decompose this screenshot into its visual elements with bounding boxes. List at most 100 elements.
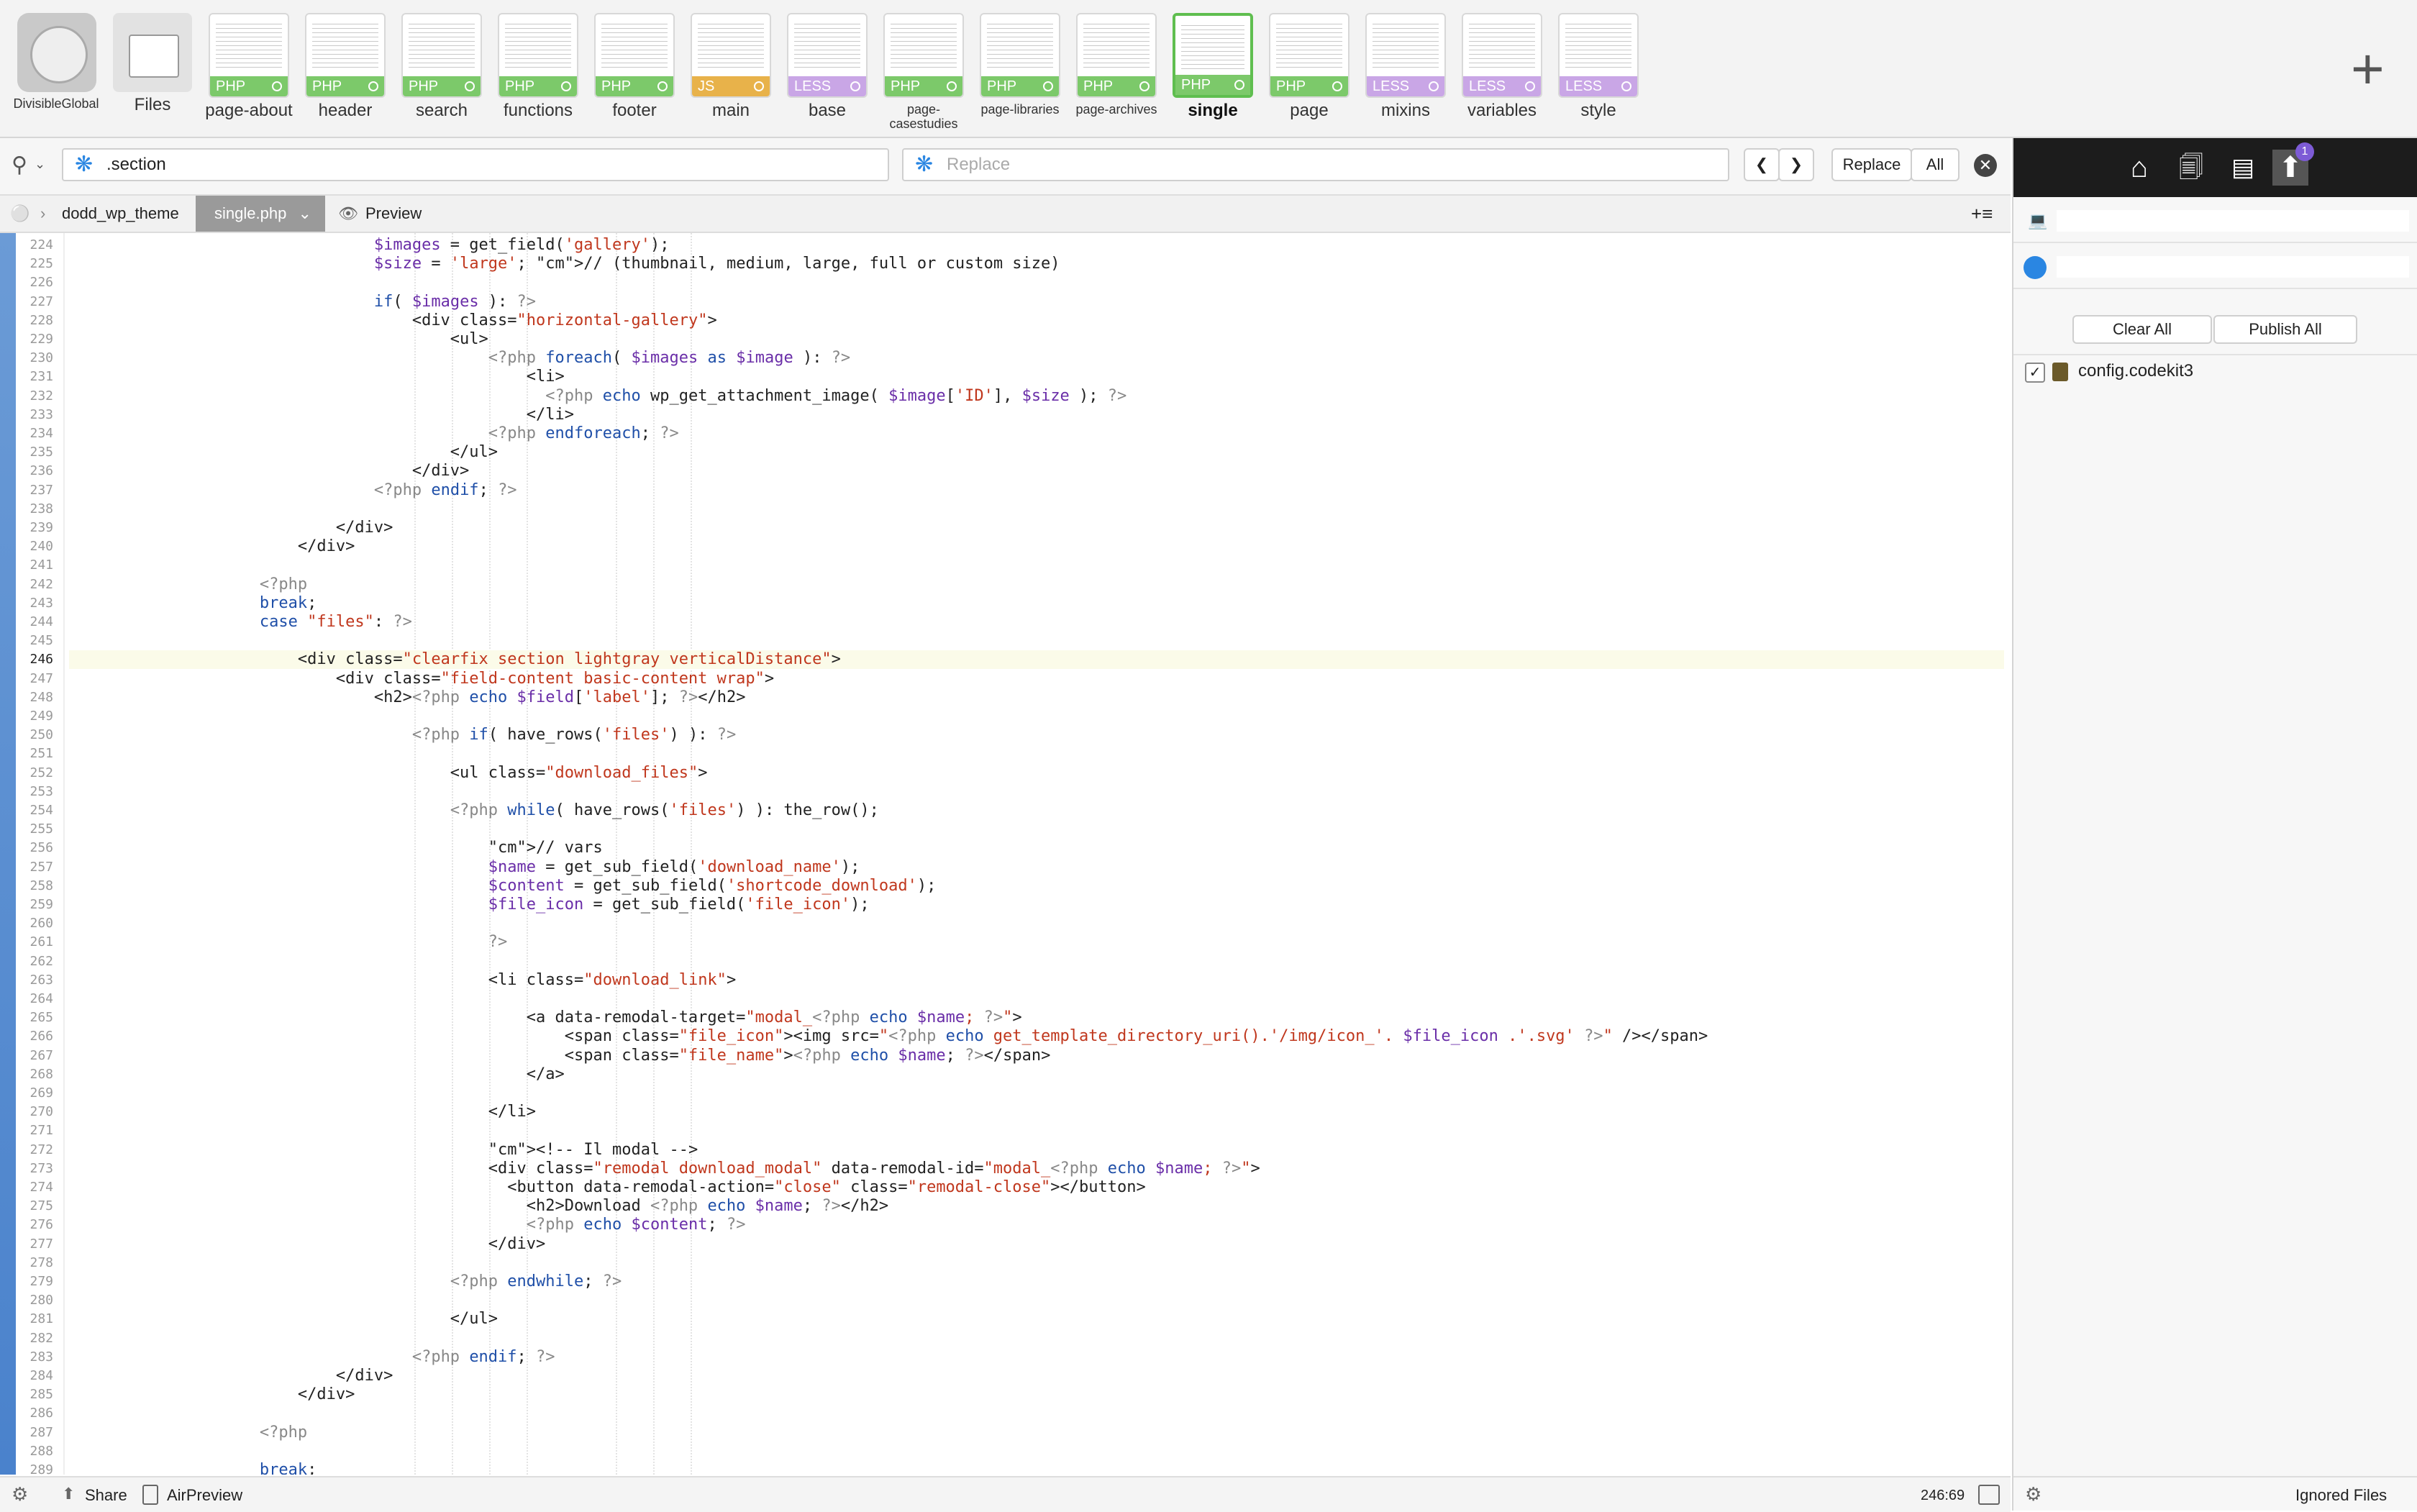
- code-line[interactable]: <div class="horizontal-gallery">: [69, 311, 717, 329]
- code-line[interactable]: break;: [259, 593, 317, 612]
- code-line[interactable]: "cm"><!-- Il modal -->: [488, 1140, 698, 1159]
- code-line[interactable]: <button data-remodal-action="close" clas…: [69, 1178, 1146, 1196]
- search-icon[interactable]: ⚲: [12, 153, 27, 177]
- code-line[interactable]: </li>: [69, 1103, 537, 1121]
- gear-icon[interactable]: ⚙: [12, 1483, 29, 1505]
- code-line[interactable]: <?php: [259, 575, 308, 593]
- code-line[interactable]: </div>: [69, 1385, 355, 1404]
- code-line[interactable]: </ul>: [69, 1310, 499, 1329]
- breadcrumb-file[interactable]: single.php ⌄: [196, 196, 325, 232]
- code-line[interactable]: </div>: [69, 462, 470, 481]
- url-field[interactable]: [2057, 256, 2409, 278]
- code-line[interactable]: </div>: [69, 1367, 393, 1385]
- file-checkbox[interactable]: ✓: [2025, 363, 2045, 383]
- code-line[interactable]: <?php if( have_rows('files') ): ?>: [411, 726, 737, 744]
- code-line[interactable]: case "files": ?>: [259, 613, 412, 631]
- url-row[interactable]: [2013, 250, 2417, 289]
- code-line[interactable]: </li>: [69, 405, 574, 424]
- code-line[interactable]: <?php endif; ?>: [373, 481, 517, 499]
- previous-match-button[interactable]: ❮: [1744, 148, 1780, 181]
- code-line[interactable]: <ul>: [69, 330, 488, 348]
- ignored-files-link[interactable]: Ignored Files: [2295, 1486, 2388, 1504]
- code-line[interactable]: <?php endif; ?>: [411, 1347, 555, 1366]
- code-line[interactable]: <ul class="download_files">: [69, 763, 708, 782]
- code-line[interactable]: $content = get_sub_field('shortcode_down…: [488, 876, 937, 895]
- code-line[interactable]: <div class="field-content basic-content …: [69, 669, 775, 688]
- code-line[interactable]: $file_icon = get_sub_field('file_icon');: [488, 896, 870, 914]
- code-line[interactable]: <div class="clearfix section lightgray v…: [69, 650, 2004, 670]
- next-match-button[interactable]: ❯: [1778, 148, 1814, 181]
- code-line[interactable]: </div>: [69, 1234, 546, 1253]
- preview-link[interactable]: Preview: [365, 204, 422, 222]
- code-line[interactable]: <?php while( have_rows('files') ): the_r…: [450, 801, 879, 819]
- code-editor[interactable]: $images = get_field('gallery'); $size = …: [69, 233, 2004, 1475]
- code-line[interactable]: $name = get_sub_field('download_name');: [488, 857, 860, 876]
- code-line[interactable]: ?>: [488, 933, 508, 952]
- add-list-icon[interactable]: +≡: [1971, 203, 1993, 224]
- chevron-down-icon[interactable]: ⌄: [35, 157, 46, 171]
- clear-all-button[interactable]: Clear All: [2072, 315, 2212, 344]
- regex-star-icon[interactable]: ❋: [75, 152, 94, 176]
- file-item-name[interactable]: config.codekit3: [2078, 361, 2194, 381]
- code-line[interactable]: <div class="remodal download_modal" data…: [69, 1159, 1260, 1178]
- code-line[interactable]: <span class="file_name"><?php echo $name…: [69, 1046, 1051, 1065]
- code-line[interactable]: <?php endwhile; ?>: [450, 1272, 622, 1290]
- tab-Files[interactable]: Files: [111, 13, 194, 114]
- code-line[interactable]: "cm">// vars: [488, 839, 603, 857]
- code-line[interactable]: </a>: [69, 1065, 565, 1083]
- regex-star-icon[interactable]: ❋: [915, 152, 934, 176]
- code-line[interactable]: break;: [259, 1461, 317, 1475]
- gear-icon[interactable]: ⚙: [2025, 1483, 2042, 1505]
- code-line[interactable]: <?php echo $content; ?>: [526, 1216, 746, 1234]
- code-line[interactable]: <?php endforeach; ?>: [488, 424, 679, 442]
- find-input[interactable]: ❋ .section: [62, 148, 889, 181]
- code-line[interactable]: <?php echo wp_get_attachment_image( $ima…: [545, 386, 1127, 405]
- home-icon[interactable]: ⌂: [2130, 152, 2149, 183]
- add-tab-plus-icon[interactable]: +: [2351, 37, 2385, 101]
- replace-all-button[interactable]: All: [1911, 148, 1959, 181]
- server-row[interactable]: 💻: [2013, 204, 2417, 243]
- server-field[interactable]: [2057, 210, 2409, 232]
- code-line[interactable]: <?php foreach( $images as $image ): ?>: [488, 349, 851, 368]
- code-line[interactable]: if( $images ): ?>: [373, 292, 537, 311]
- publish-all-button[interactable]: Publish All: [2213, 315, 2357, 344]
- replace-button[interactable]: Replace: [1831, 148, 1912, 181]
- breadcrumb-project[interactable]: dodd_wp_theme: [62, 204, 179, 222]
- airpreview-button[interactable]: AirPreview: [167, 1486, 243, 1504]
- panel-toggle-icon[interactable]: [1978, 1485, 2000, 1505]
- log-icon[interactable]: ▤: [2231, 154, 2255, 181]
- code-line[interactable]: <?php: [259, 1423, 308, 1442]
- code-line[interactable]: $images = get_field('gallery');: [373, 236, 670, 254]
- code-line[interactable]: $size = 'large'; "cm">// (thumbnail, med…: [373, 255, 1060, 273]
- replace-input[interactable]: ❋ Replace: [902, 148, 1729, 181]
- code-line[interactable]: <li>: [69, 368, 565, 386]
- code-line[interactable]: <span class="file_icon"><img src="<?php …: [69, 1027, 1708, 1046]
- code-line[interactable]: <h2><?php echo $field['label']; ?></h2>: [69, 688, 746, 706]
- files-icon[interactable]: 🗐: [2179, 154, 2203, 181]
- code-line[interactable]: <h2>Download <?php echo $name; ?></h2>: [69, 1197, 889, 1216]
- code-line[interactable]: <li class="download_link">: [69, 970, 737, 989]
- preview-eye-icon[interactable]: 👁: [338, 204, 358, 222]
- close-search-icon[interactable]: ✕: [1974, 154, 1997, 177]
- tab-DivisibleGlobal[interactable]: DivisibleGlobal: [13, 13, 99, 111]
- code-line[interactable]: </div>: [69, 537, 355, 556]
- share-button[interactable]: Share: [85, 1486, 127, 1504]
- code-line[interactable]: </ul>: [69, 443, 499, 462]
- code-line[interactable]: </div>: [69, 519, 393, 537]
- eye-toggle-icon[interactable]: ⚪: [10, 204, 30, 222]
